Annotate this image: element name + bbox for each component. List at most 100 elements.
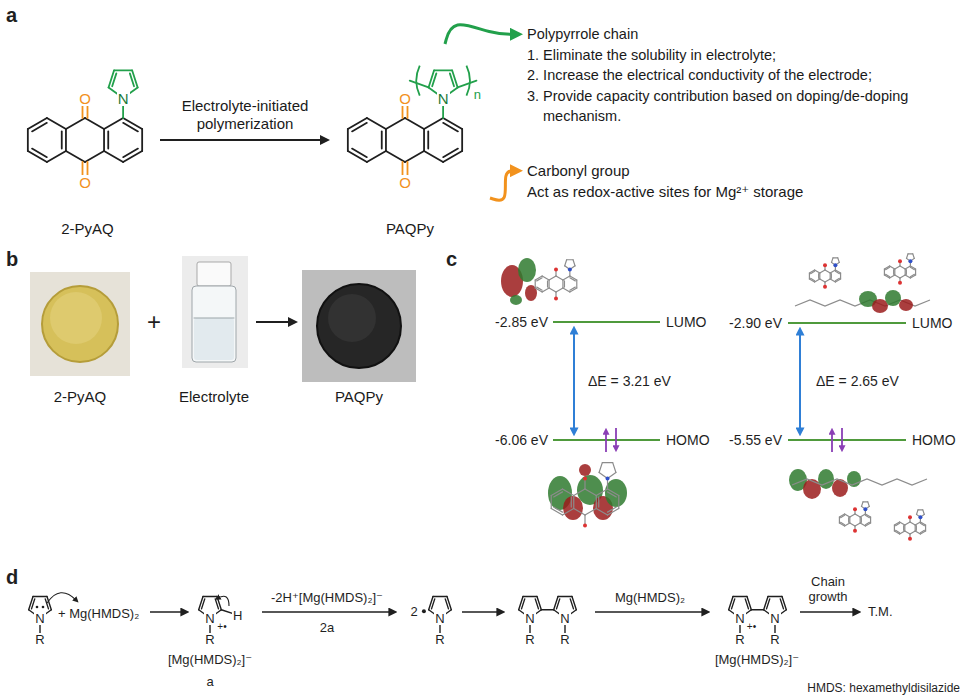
ring-bond — [907, 254, 908, 259]
bond-line — [855, 514, 860, 517]
ring-bond — [432, 599, 435, 609]
bond-line — [551, 496, 552, 509]
oxygen-atom — [853, 529, 857, 533]
yellow-disc — [42, 286, 118, 362]
bond-line — [840, 273, 841, 279]
ring-bond — [613, 463, 616, 473]
ring-bond — [32, 599, 35, 609]
ring-bond — [33, 596, 47, 597]
orbital-lobe — [803, 479, 821, 499]
bond-line — [405, 151, 424, 162]
orbital-name: LUMO — [666, 314, 706, 330]
photo-panel: Electrolyte — [172, 252, 256, 408]
bond-line — [563, 288, 570, 292]
bond-line — [461, 129, 463, 151]
gap-arrow — [573, 331, 575, 431]
oxygen-atom — [583, 477, 587, 481]
reaction-arrow — [150, 611, 184, 612]
bond-line — [905, 531, 910, 534]
footnote: HMDS: hexamethyldisilazide — [807, 682, 960, 696]
orbital-lobe — [518, 258, 536, 282]
electron-arrow — [841, 428, 843, 448]
panel-letter: d — [6, 566, 18, 589]
bond-line — [443, 123, 458, 132]
atom-label: N — [434, 612, 445, 625]
bond-line — [443, 149, 458, 158]
bond-line — [905, 275, 910, 278]
bond-line — [896, 530, 900, 532]
bond-line — [352, 123, 367, 132]
ring-bond — [450, 73, 454, 86]
atom-label: O — [78, 175, 92, 190]
product-label: T.M. — [868, 605, 893, 620]
orbital-name: LUMO — [912, 315, 952, 331]
bond-line — [900, 266, 905, 269]
bond-line — [65, 129, 67, 151]
vial-liquid — [194, 318, 234, 360]
photo-panel: 2-PyAQ — [26, 268, 134, 408]
energy-value: -2.85 eV — [495, 314, 548, 330]
energy-value: -6.06 eV — [495, 432, 548, 448]
bond-line — [904, 525, 905, 531]
bond-line — [596, 509, 607, 516]
nitrogen-atom — [863, 507, 867, 511]
ring-bond — [838, 258, 839, 263]
ring-bond — [868, 502, 869, 507]
bond-line — [107, 131, 109, 148]
orbital-lobe — [605, 479, 627, 507]
ring-bond — [908, 253, 913, 254]
photo-caption: Electrolyte — [179, 388, 249, 408]
ring-bond — [434, 69, 452, 71]
bond-line — [884, 275, 889, 278]
reaction-condition: Chain growth — [802, 575, 854, 605]
bond-line — [831, 274, 832, 279]
atom-label: N — [204, 612, 215, 625]
edge-label: Electrolyte-initiated polymerization — [170, 97, 320, 135]
electron-push-arrow — [218, 596, 229, 606]
ring-bond — [863, 501, 868, 502]
bond-line — [910, 522, 915, 525]
bond-line — [542, 276, 549, 280]
atom-label: N — [734, 612, 745, 625]
bond-line — [424, 151, 443, 162]
ring-bond — [558, 596, 572, 597]
bond-line — [894, 269, 895, 275]
bond-line — [547, 281, 548, 287]
bond-line — [915, 531, 920, 534]
ring-bond — [573, 260, 575, 266]
bond-line — [849, 517, 850, 523]
bond-line — [564, 281, 565, 287]
bond-line — [910, 266, 915, 269]
bond-line — [85, 118, 104, 129]
bond-line — [830, 270, 835, 273]
bond-line — [608, 492, 617, 497]
orbital-name: HOMO — [666, 432, 710, 448]
photo-caption: 2-PyAQ — [54, 388, 107, 408]
bond-line — [554, 492, 563, 497]
ring-bond — [570, 599, 573, 609]
note-body: 3. Provide capacity contribution based o… — [527, 86, 959, 127]
bond-line — [895, 275, 900, 278]
orbital-lobe — [872, 299, 888, 313]
bond-line — [900, 275, 905, 278]
reaction-arrow — [595, 611, 705, 612]
counterion-label: [Mg(HMDS)₂]⁻ — [168, 653, 252, 668]
bond-line — [811, 271, 815, 273]
polymer-bracket — [416, 66, 420, 96]
bond-line — [815, 279, 820, 282]
photo-panel: PAQPy — [298, 266, 420, 408]
bond-line — [890, 266, 895, 269]
bond-line — [835, 270, 840, 273]
photo-caption: PAQPy — [335, 388, 383, 408]
bond-line — [841, 515, 845, 517]
ring-bond — [832, 258, 833, 263]
note-body: Act as redox-active sites for Mg²⁺ stora… — [527, 181, 959, 202]
oxygen-atom — [908, 537, 912, 541]
bond-line — [608, 507, 617, 512]
panel-b-photos — [30, 256, 416, 382]
bond-line — [596, 489, 607, 496]
bond-line — [865, 515, 869, 517]
bond-line — [598, 497, 599, 507]
ring-bond — [913, 254, 914, 259]
